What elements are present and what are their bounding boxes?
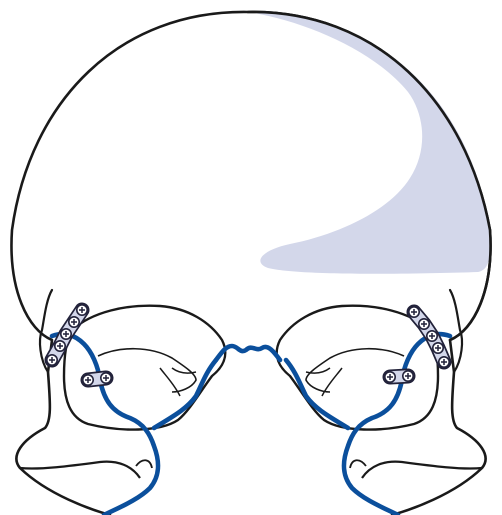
screw — [385, 372, 395, 382]
screw — [439, 357, 449, 367]
screw — [403, 371, 413, 381]
right-nasal-line — [350, 460, 366, 468]
screw — [427, 331, 437, 341]
screw — [419, 319, 429, 329]
shaded-region — [248, 12, 491, 274]
screw — [61, 329, 71, 339]
left-zygoma-contour — [20, 462, 140, 478]
screw — [69, 317, 79, 327]
left-nasal-line — [136, 460, 152, 468]
fracture-line-right — [344, 334, 450, 515]
left-orbit-inner — [98, 349, 196, 392]
right-zygoma-contour — [362, 462, 482, 478]
fracture-line-left-branch — [154, 360, 216, 428]
screw — [55, 341, 65, 351]
screw — [83, 375, 93, 385]
screw — [409, 307, 419, 317]
fracture-line-right-branch — [286, 360, 348, 428]
fracture-line-left — [52, 334, 158, 515]
plate-right-lateral — [409, 307, 449, 367]
screw — [433, 343, 443, 353]
plate-right-infraorbital — [385, 371, 413, 382]
left-orbit-outline — [64, 306, 225, 430]
plate-left-infraorbital — [83, 373, 111, 385]
screw — [47, 355, 57, 365]
screw — [77, 305, 87, 315]
screw — [101, 373, 111, 383]
right-orbit-outline — [277, 306, 438, 430]
